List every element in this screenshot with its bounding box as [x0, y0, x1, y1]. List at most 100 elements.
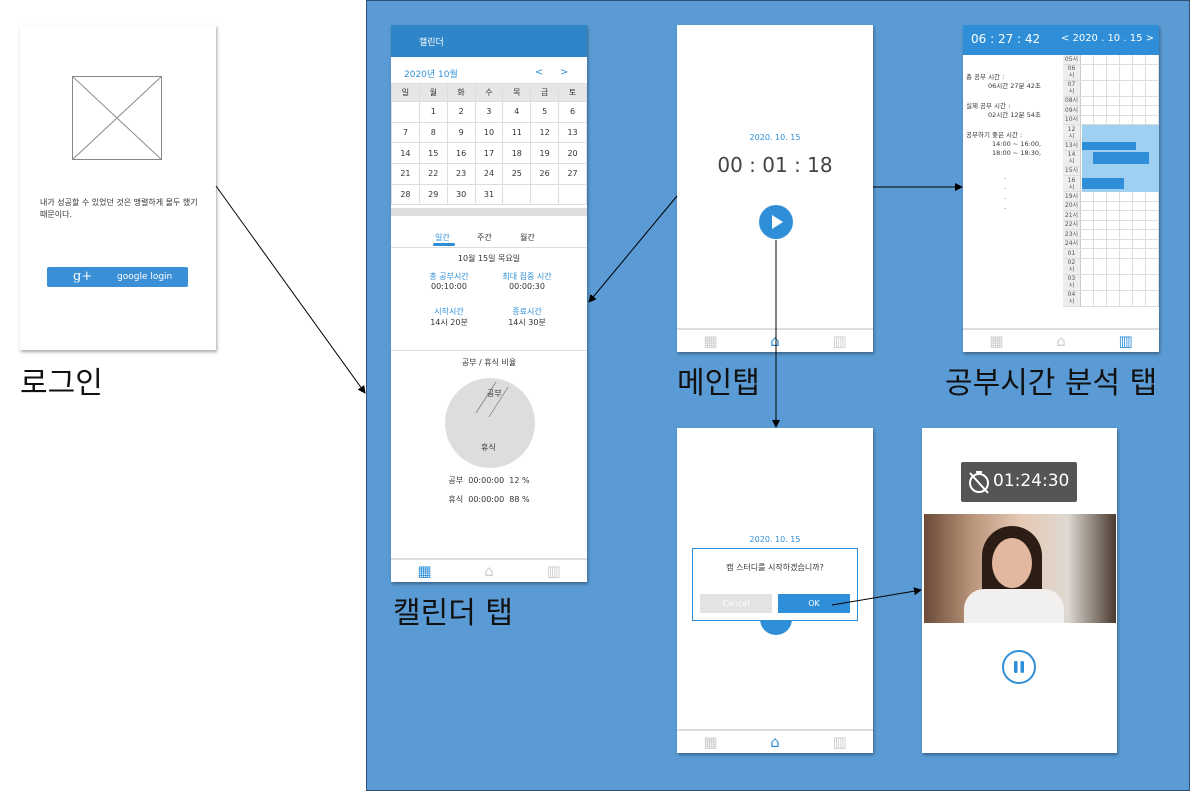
timeline-row: 02 시: [1063, 258, 1159, 275]
analysis-header: 06 : 27 : 42 < 2020 . 10 . 15 >: [963, 25, 1159, 55]
ratio-title: 공부 / 휴식 비율: [461, 358, 517, 367]
ellipsis: ····: [1004, 175, 1007, 213]
bottom-nav: ▦ ⌂ ▥: [677, 729, 873, 753]
login-screen: 내가 성공할 수 있었던 것은 맹렬하게 몰두 했기 때문이다. g+ goog…: [20, 25, 216, 350]
hour-label: 06 시: [1063, 64, 1081, 80]
stat-value: 14시 20분: [430, 318, 468, 327]
play-icon: [772, 215, 783, 229]
stat-label: 총 공부시간: [429, 272, 469, 281]
calendar-icon[interactable]: ▦: [703, 733, 718, 751]
calendar-caption: 캘린더 탭: [393, 596, 513, 631]
hour-label: 16 시: [1063, 176, 1081, 191]
google-login-button[interactable]: g+ google login: [47, 267, 188, 287]
prev-month-button[interactable]: <: [535, 67, 544, 78]
tab-monthly[interactable]: 월간: [520, 233, 535, 242]
timeline-row: 06 시: [1063, 64, 1159, 81]
bar-chart-icon[interactable]: ▥: [546, 562, 561, 580]
home-icon[interactable]: ⌂: [1056, 332, 1066, 350]
timeline-row: 24시: [1063, 239, 1159, 249]
stat-label: 종료시간: [512, 307, 542, 316]
summary-label: 공부하기 좋은 시간 :: [966, 131, 1023, 139]
calendar-icon[interactable]: ▦: [989, 332, 1004, 350]
analysis-screen: 06 : 27 : 42 < 2020 . 10 . 15 > 총 공부 시간 …: [963, 25, 1159, 352]
main-screen: 2020. 10. 15 00 : 01 : 18 ▦⌂▥: [677, 25, 873, 352]
hour-label: 03 시: [1063, 274, 1081, 290]
stat-label: 시작시간: [434, 307, 464, 316]
pie-label-rest: 휴식: [481, 443, 496, 452]
selected-date: 10월 15일 목요일: [457, 254, 521, 263]
start-dialog-screen: 2020. 10. 15 캠 스터디를 시작하겠습니까? Cancel OK ▦…: [677, 428, 873, 753]
pause-button[interactable]: [1002, 650, 1036, 684]
divider-bar: [391, 208, 587, 216]
bar-chart-icon[interactable]: ▥: [1118, 332, 1133, 350]
main-caption: 메인탭: [677, 366, 760, 401]
calendar-day: [558, 183, 587, 206]
next-month-button[interactable]: >: [560, 67, 569, 78]
weekday-header: 금: [530, 83, 560, 102]
tab-daily[interactable]: 일간: [435, 233, 450, 242]
google-login-label: google login: [117, 272, 173, 282]
cancel-button[interactable]: Cancel: [700, 594, 772, 613]
timeline-row: 07 시: [1063, 80, 1159, 97]
analysis-timer: 06 : 27 : 42: [971, 32, 1041, 46]
google-plus-icon: g+: [73, 269, 93, 284]
dialog-message: 캠 스터디를 시작하겠습니까?: [726, 563, 824, 572]
hour-label: 12 시: [1063, 125, 1081, 140]
home-icon[interactable]: ⌂: [484, 562, 494, 580]
summary-label: 총 공부 시간 :: [966, 73, 1005, 81]
hour-label: 14 시: [1063, 150, 1081, 166]
hour-label: 01: [1063, 249, 1081, 258]
stat-value: 00:10:00: [431, 282, 467, 291]
cam-study-screen: 01:24:30: [922, 428, 1117, 753]
calendar-icon[interactable]: ▦: [703, 332, 718, 350]
timeline-row: 08시: [1063, 96, 1159, 106]
home-icon[interactable]: ⌂: [770, 332, 780, 350]
legend-rest: 휴식 00:00:00 88 %: [448, 495, 530, 504]
quote-text: 내가 성공할 수 있었던 것은 맹렬하게 몰두 했기 때문이다.: [40, 198, 198, 219]
timeline-row: 04 시: [1063, 290, 1159, 307]
arrow-ok-to-cam: [831, 587, 922, 606]
stat-value: 14시 30분: [508, 318, 546, 327]
study-block: [1082, 142, 1136, 150]
login-caption: 로그인: [20, 366, 103, 401]
hour-label: 24시: [1063, 239, 1081, 248]
timeline-row: 23시: [1063, 230, 1159, 240]
legend-study: 공부 00:00:00 12 %: [448, 476, 530, 485]
bottom-nav: ▦ ⌂ ▥: [677, 328, 873, 352]
bottom-nav: ▦ ⌂ ▥: [391, 558, 587, 582]
analysis-caption: 공부시간 분석 탭: [945, 366, 1158, 401]
timer-off-icon: [969, 471, 989, 494]
header-title: 캘린더: [419, 38, 444, 48]
study-block: [1082, 178, 1124, 189]
hour-label: 05시: [1063, 55, 1081, 64]
play-button[interactable]: [759, 205, 793, 239]
home-icon[interactable]: ⌂: [770, 733, 780, 751]
calendar-icon[interactable]: ▦: [417, 562, 432, 580]
date-navigator[interactable]: < 2020 . 10 . 15 >: [1060, 33, 1154, 44]
bar-chart-icon[interactable]: ▥: [832, 733, 847, 751]
hour-label: 08시: [1063, 96, 1081, 105]
study-block: [1093, 152, 1149, 164]
stat-start: 시작시간 14시 20분: [417, 306, 481, 328]
hour-label: 04 시: [1063, 290, 1081, 306]
summary-value: 06시간 27분 42초: [988, 82, 1041, 90]
tab-weekly[interactable]: 주간: [477, 233, 492, 242]
summary-value: 18:00 ~ 18:30,: [992, 149, 1042, 157]
hour-label: 07 시: [1063, 80, 1081, 96]
period-tabs: 일간 주간 월간: [391, 232, 587, 248]
calendar-day[interactable]: 20: [558, 142, 587, 165]
cam-timer: 01:24:30: [993, 471, 1070, 491]
section-divider: [391, 350, 587, 351]
main-date: 2020. 10. 15: [749, 133, 801, 142]
calendar-header: 캘린더: [391, 25, 587, 57]
calendar-day[interactable]: 30: [446, 183, 476, 206]
pie-label-study: 공부: [487, 389, 502, 398]
hour-label: 21시: [1063, 211, 1081, 220]
timeline-row: 10시: [1063, 115, 1159, 125]
bar-chart-icon[interactable]: ▥: [832, 332, 847, 350]
hour-label: 22시: [1063, 220, 1081, 229]
weekday-header: 월: [418, 83, 448, 102]
ok-button[interactable]: OK: [778, 594, 850, 613]
